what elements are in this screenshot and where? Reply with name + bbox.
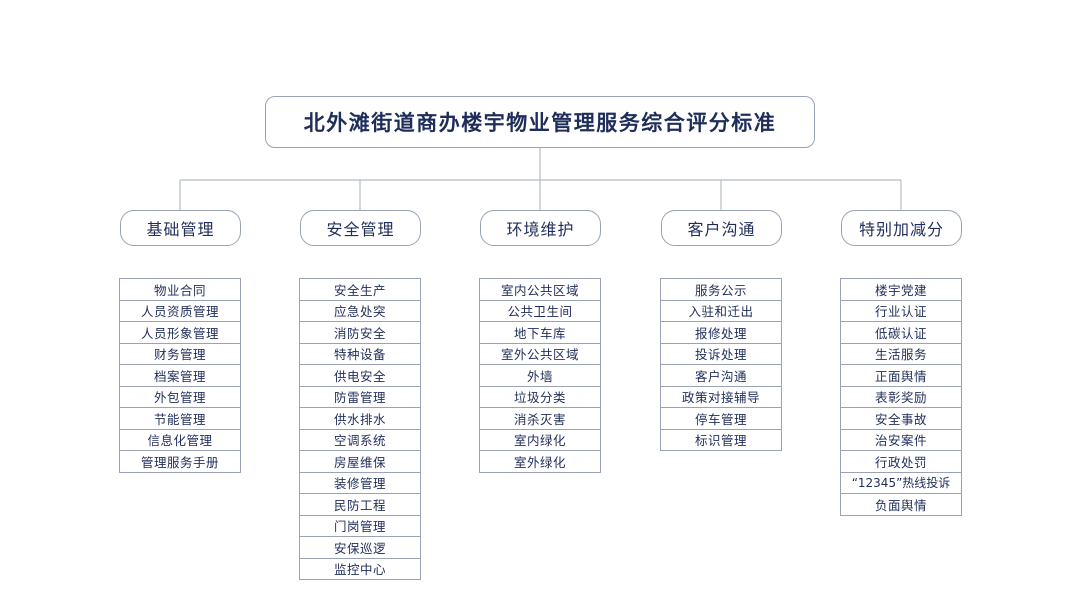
list-item: 垃圾分类 [480, 387, 600, 408]
list-item: 行业认证 [841, 301, 961, 322]
list-item: 门岗管理 [300, 516, 420, 537]
item-list-safety-management: 安全生产 应急处突 消防安全 特种设备 供电安全 防雷管理 供水排水 空调系统 … [299, 278, 421, 580]
category-basic-management: 基础管理 [120, 210, 241, 246]
category-environment-maintenance: 环境维护 [480, 210, 601, 246]
list-item: 客户沟通 [661, 365, 781, 387]
category-label: 环境维护 [506, 220, 575, 239]
list-item: 标识管理 [661, 430, 781, 451]
category-customer-communication: 客户沟通 [661, 210, 782, 246]
list-item: 物业合同 [120, 279, 240, 301]
list-item: 节能管理 [120, 408, 240, 430]
list-item: 行政处罚 [841, 451, 961, 473]
list-item: 入驻和迁出 [661, 301, 781, 322]
list-item: 安全事故 [841, 408, 961, 430]
list-item: 房屋维保 [300, 451, 420, 473]
list-item: 服务公示 [661, 279, 781, 301]
list-item: 供水排水 [300, 408, 420, 430]
list-item: 报修处理 [661, 322, 781, 344]
category-label: 基础管理 [146, 220, 215, 239]
list-item: 防雷管理 [300, 387, 420, 408]
list-item: 装修管理 [300, 473, 420, 494]
list-item: 民防工程 [300, 494, 420, 516]
list-item: 外包管理 [120, 387, 240, 408]
category-label: 特别加减分 [858, 220, 944, 239]
list-item: 安保巡逻 [300, 537, 420, 559]
item-list-basic-management: 物业合同 人员资质管理 人员形象管理 财务管理 档案管理 外包管理 节能管理 信… [119, 278, 241, 473]
list-item: 负面舆情 [841, 494, 961, 516]
item-list-customer-communication: 服务公示 入驻和迁出 报修处理 投诉处理 客户沟通 政策对接辅导 停车管理 标识… [660, 278, 782, 451]
root-title: 北外滩街道商办楼宇物业管理服务综合评分标准 [303, 111, 777, 135]
list-item: 室外公共区域 [480, 344, 600, 365]
list-item: 信息化管理 [120, 430, 240, 451]
list-item: 室内绿化 [480, 430, 600, 451]
list-item: 表彰奖励 [841, 387, 961, 408]
list-item: 供电安全 [300, 365, 420, 387]
list-item: 管理服务手册 [120, 451, 240, 473]
list-item: 人员资质管理 [120, 301, 240, 322]
list-item: 特种设备 [300, 344, 420, 365]
list-item: 室内公共区域 [480, 279, 600, 301]
list-item: 空调系统 [300, 430, 420, 451]
item-list-environment-maintenance: 室内公共区域 公共卫生间 地下车库 室外公共区域 外墙 垃圾分类 消杀灭害 室内… [479, 278, 601, 473]
list-item: 安全生产 [300, 279, 420, 301]
list-item: 人员形象管理 [120, 322, 240, 344]
list-item: “12345”热线投诉 [841, 473, 961, 494]
list-item: 室外绿化 [480, 451, 600, 473]
list-item: 财务管理 [120, 344, 240, 365]
category-special-bonus-penalty: 特别加减分 [841, 210, 962, 246]
list-item: 应急处突 [300, 301, 420, 322]
list-item: 生活服务 [841, 344, 961, 365]
list-item: 政策对接辅导 [661, 387, 781, 408]
list-item: 档案管理 [120, 365, 240, 387]
list-item: 治安案件 [841, 430, 961, 451]
list-item: 消防安全 [300, 322, 420, 344]
list-item: 楼宇党建 [841, 279, 961, 301]
list-item: 消杀灭害 [480, 408, 600, 430]
root-title-box: 北外滩街道商办楼宇物业管理服务综合评分标准 [265, 96, 815, 148]
category-safety-management: 安全管理 [300, 210, 421, 246]
list-item: 监控中心 [300, 559, 420, 580]
list-item: 公共卫生间 [480, 301, 600, 322]
category-label: 客户沟通 [687, 220, 756, 239]
list-item: 正面舆情 [841, 365, 961, 387]
item-list-special-bonus-penalty: 楼宇党建 行业认证 低碳认证 生活服务 正面舆情 表彰奖励 安全事故 治安案件 … [840, 278, 962, 516]
category-label: 安全管理 [326, 220, 395, 239]
list-item: 外墙 [480, 365, 600, 387]
list-item: 地下车库 [480, 322, 600, 344]
list-item: 停车管理 [661, 408, 781, 430]
list-item: 投诉处理 [661, 344, 781, 365]
list-item: 低碳认证 [841, 322, 961, 344]
